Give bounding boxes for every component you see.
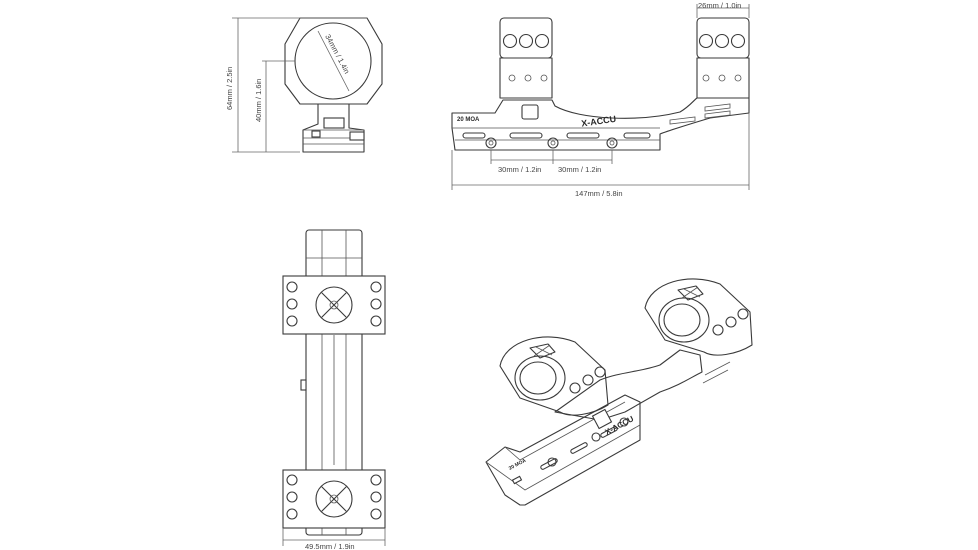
- length-total-label: 147mm / 5.8in: [575, 189, 623, 198]
- ring-width-label: 26mm / 1.0in: [698, 1, 741, 10]
- isometric-view: X-ACCU 20 MOA: [485, 278, 753, 506]
- incline-marking: 20 MOA: [457, 117, 480, 123]
- base-width-label: 49.5mm / 1.9in: [305, 542, 355, 550]
- side-view: 20 MOA X-ACCU 26mm / 1.0in 30mm / 1.2in …: [451, 1, 750, 198]
- iso-incline-marking: 20 MOA: [508, 458, 528, 472]
- front-view: 34mm / 1.4in 64mm / 2.5in 40mm / 1.6in: [225, 17, 383, 153]
- spacing-left-label: 30mm / 1.2in: [498, 165, 541, 174]
- spacing-right-label: 30mm / 1.2in: [558, 165, 601, 174]
- brand-marking: X-ACCU: [581, 114, 617, 129]
- height-center-label: 40mm / 1.6in: [254, 79, 263, 122]
- height-total-label: 64mm / 2.5in: [225, 67, 234, 110]
- top-view: 49.5mm / 1.9in: [282, 229, 386, 550]
